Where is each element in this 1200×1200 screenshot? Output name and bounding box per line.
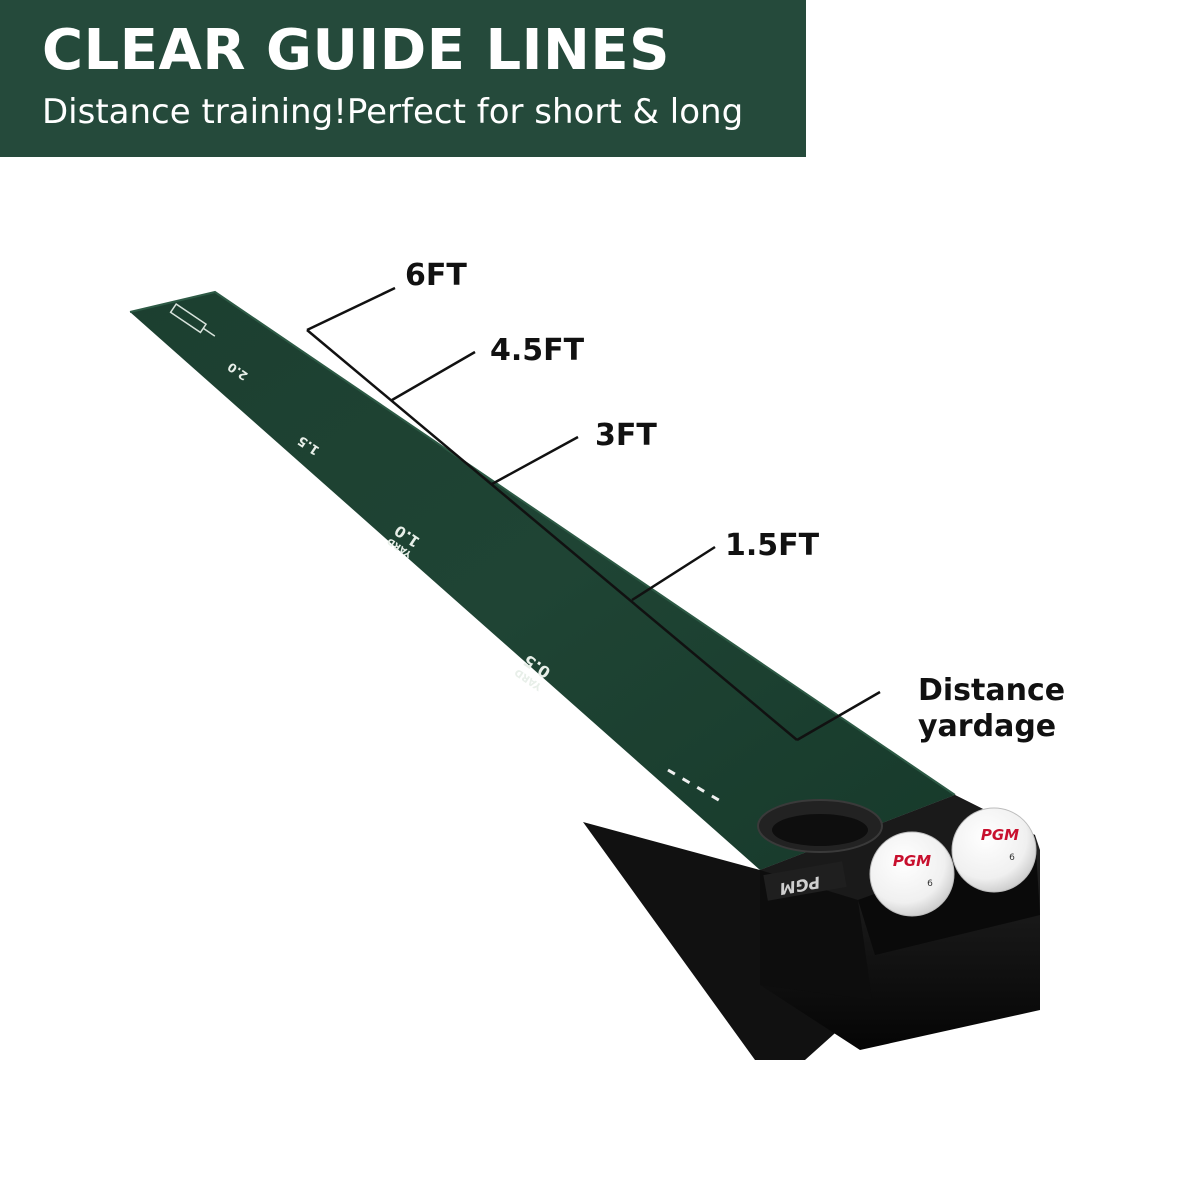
mat-logo	[169, 302, 216, 337]
callout-4-5ft: 4.5FT	[490, 333, 585, 368]
callout-1-5ft: 1.5FT	[725, 528, 820, 563]
putting-mat	[130, 292, 955, 870]
callout-distance-yardage: Distance yardage	[918, 673, 1065, 745]
callout-line-3ft	[491, 435, 579, 486]
mat-edge	[129, 290, 956, 796]
callout-line-4-5ft	[391, 350, 476, 402]
callout-line-6ft	[306, 286, 396, 332]
golf-ball-brand: PGM	[893, 852, 931, 870]
golf-ball-number: 6	[927, 879, 933, 889]
golf-ball-number: 6	[1009, 853, 1015, 863]
return-unit-front	[760, 870, 872, 1000]
callout-line-1-5ft	[631, 545, 716, 602]
golf-ball-brand: PGM	[981, 826, 1019, 844]
title-banner: CLEAR GUIDE LINES Distance training!Perf…	[0, 0, 806, 157]
callout-6ft: 6FT	[405, 258, 467, 293]
callout-line-distance	[796, 690, 881, 742]
banner-subtitle: Distance training!Perfect for short & lo…	[42, 92, 744, 132]
callout-spine	[306, 329, 798, 741]
cup-hole-inner	[772, 814, 868, 846]
golf-ball	[951, 807, 1037, 893]
callout-distance-line2: yardage	[918, 709, 1057, 744]
callout-distance-line1: Distance	[918, 673, 1066, 708]
mat-dashed-line	[667, 768, 723, 804]
banner-title: CLEAR GUIDE LINES	[42, 18, 670, 83]
brand-plate	[763, 861, 847, 901]
callout-3ft: 3FT	[595, 418, 657, 453]
golf-ball	[869, 831, 955, 917]
